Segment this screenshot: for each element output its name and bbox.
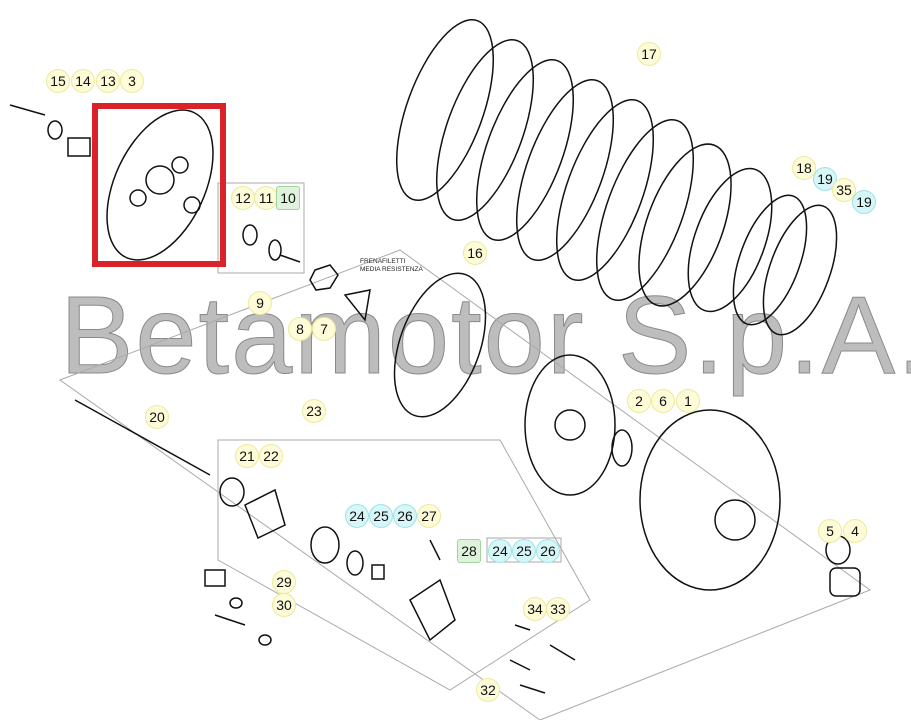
part-label-26[interactable]: 26	[393, 504, 417, 528]
part-label-7[interactable]: 7	[312, 317, 336, 341]
clutch-plates	[395, 19, 838, 336]
part-label-18[interactable]: 18	[792, 156, 816, 180]
part-label-12[interactable]: 12	[231, 186, 255, 210]
part-label-22[interactable]: 22	[259, 444, 283, 468]
part-label-3[interactable]: 3	[120, 69, 144, 93]
highlight-box	[92, 103, 226, 267]
part-label-2[interactable]: 2	[627, 389, 651, 413]
pressure-plate	[106, 109, 214, 261]
part-label-23[interactable]: 23	[302, 399, 326, 423]
part-label-8[interactable]: 8	[288, 317, 312, 341]
part-label-24[interactable]: 24	[345, 504, 369, 528]
part-label-30[interactable]: 30	[272, 593, 296, 617]
part-label-19[interactable]: 19	[852, 190, 876, 214]
part-label-10[interactable]: 10	[276, 186, 300, 210]
part-label-14[interactable]: 14	[71, 69, 95, 93]
part-label-35[interactable]: 35	[832, 178, 856, 202]
group-boxes	[58, 182, 872, 720]
part-label-4[interactable]: 4	[843, 519, 867, 543]
part-label-21[interactable]: 21	[235, 444, 259, 468]
part-label-5[interactable]: 5	[818, 519, 842, 543]
part-label-20[interactable]: 20	[145, 405, 169, 429]
small-parts	[9, 104, 861, 694]
threadlock-note: FRENAFILETTI MEDIA RESISTENZA	[360, 258, 423, 273]
part-label-27[interactable]: 27	[417, 504, 441, 528]
part-label-11[interactable]: 11	[254, 186, 278, 210]
part-label-16[interactable]: 16	[463, 241, 487, 265]
part-label-1[interactable]: 1	[676, 389, 700, 413]
part-label-25[interactable]: 25	[512, 539, 536, 563]
part-label-34[interactable]: 34	[523, 597, 547, 621]
part-label-6[interactable]: 6	[651, 389, 675, 413]
part-label-29[interactable]: 29	[272, 570, 296, 594]
watermark: Betamotor S.p.A.	[60, 274, 911, 398]
part-label-26[interactable]: 26	[536, 539, 560, 563]
part-label-33[interactable]: 33	[546, 597, 570, 621]
part-label-15[interactable]: 15	[46, 69, 70, 93]
part-label-28[interactable]: 28	[457, 539, 481, 563]
part-label-9[interactable]: 9	[248, 291, 272, 315]
part-label-17[interactable]: 17	[637, 42, 661, 66]
part-label-32[interactable]: 32	[476, 678, 500, 702]
part-label-13[interactable]: 13	[96, 69, 120, 93]
part-label-25[interactable]: 25	[369, 504, 393, 528]
part-label-24[interactable]: 24	[488, 539, 512, 563]
